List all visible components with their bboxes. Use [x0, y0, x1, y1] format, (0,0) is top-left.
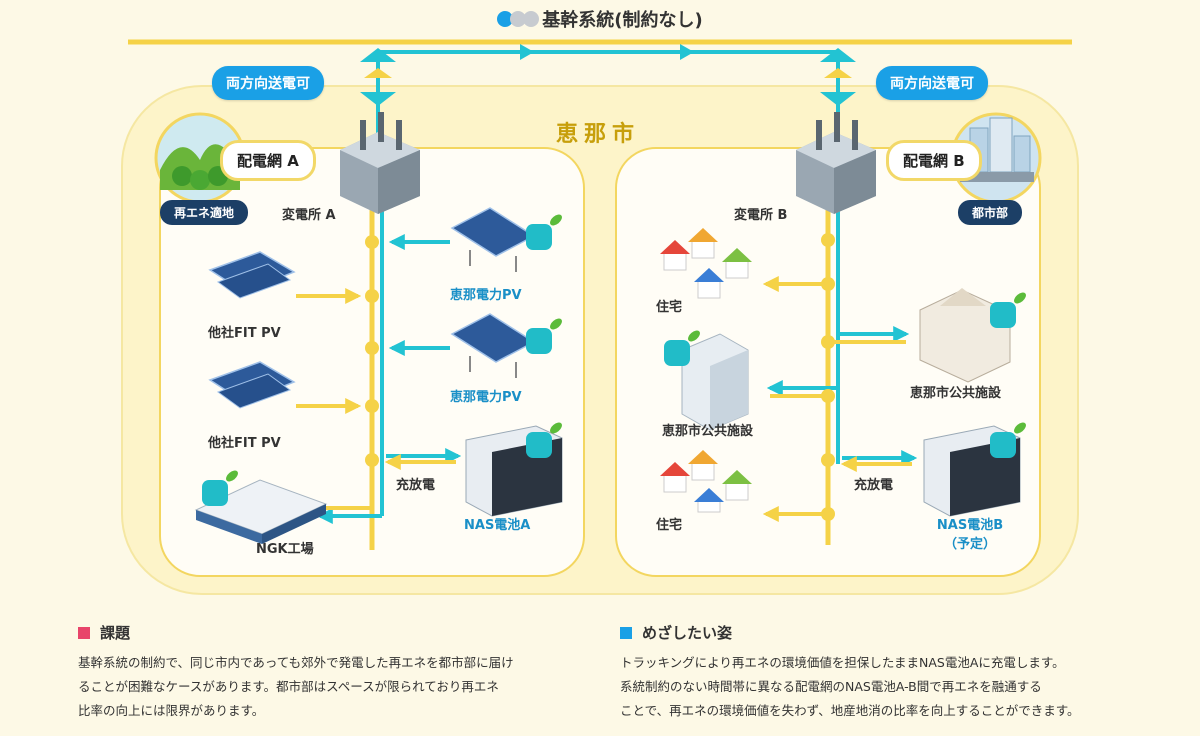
- charge-label-a: 充放電: [396, 478, 436, 493]
- public-facility-label-right: 恵那市公共施設: [910, 386, 1002, 401]
- leaf-icons: [226, 214, 1026, 482]
- trunk-arrows: [364, 68, 852, 78]
- status-dots-icon: [497, 10, 540, 32]
- pv-panel-other-1: [208, 251, 296, 299]
- link-arrows: [360, 44, 856, 106]
- goal-square-icon: [620, 627, 632, 639]
- nas-battery-b-note: （予定）: [943, 537, 996, 552]
- issue-line: ることが困難なケースがあります。都市部はスペースが限られており再エネ: [78, 679, 499, 694]
- public-building-hall: [919, 288, 1011, 383]
- goal-line: トラッキングにより再エネの環境価値を担保したままNAS電池Aに充電します。: [620, 655, 1065, 670]
- issue-square-icon: [78, 627, 90, 639]
- ngk-factory-illustration: [194, 479, 328, 544]
- pv-panel-other-2: [208, 361, 296, 409]
- substation-a-label: 変電所 A: [282, 208, 336, 223]
- public-facility-label-left: 恵那市公共施設: [662, 424, 754, 439]
- issue-section: 課題 基幹系統の制約で、同じ市内であっても郊外で発電した再エネを都市部に届け る…: [78, 622, 598, 723]
- network-a-nodes: [365, 235, 379, 467]
- ena-pv-label-2: 恵那電力PV: [450, 390, 522, 405]
- goal-heading: めざしたい姿: [620, 622, 1180, 643]
- other-pv-label-1: 他社FIT PV: [208, 326, 281, 341]
- goal-line: 系統制約のない時間帯に異なる配電網のNAS電池A-B間で再エネを融通する: [620, 679, 1042, 694]
- bidirectional-label-right: 両方向送電可: [876, 66, 988, 100]
- goal-line: ことで、再エネの環境価値を失わず、地産地消の比率を向上することができます。: [620, 703, 1080, 718]
- substation-a-illustration: [340, 112, 420, 214]
- houses-illustration-1: [660, 228, 752, 299]
- house-label-2: 住宅: [656, 518, 683, 533]
- area-badge-renewable: 再エネ適地: [160, 200, 249, 225]
- title-text: 基幹系統(制約なし): [542, 10, 703, 31]
- network-b-nodes: [821, 233, 835, 521]
- issue-body: 基幹系統の制約で、同じ市内であっても郊外で発電した再エネを都市部に届け ることが…: [78, 651, 598, 723]
- network-b-title: 配電網 B: [886, 140, 982, 181]
- charge-label-b: 充放電: [854, 478, 894, 493]
- ena-pv-label-1: 恵那電力PV: [450, 288, 522, 303]
- energy-network-diagram: [121, 39, 1079, 595]
- issue-line: 基幹系統の制約で、同じ市内であっても郊外で発電した再エネを都市部に届け: [78, 655, 514, 670]
- issue-line: 比率の向上には限界があります。: [78, 703, 265, 718]
- diagram-title: 基幹系統(制約なし): [0, 6, 1200, 32]
- area-badge-urban: 都市部: [958, 200, 1023, 225]
- goal-heading-text: めざしたい姿: [642, 624, 733, 642]
- city-name: 恵那市: [556, 122, 641, 147]
- substation-b-illustration: [796, 112, 876, 214]
- nas-battery-b-label: NAS電池B （予定）: [930, 514, 1010, 552]
- public-building-tower: [681, 333, 749, 431]
- substation-b-label: 変電所 B: [734, 208, 788, 223]
- bidirectional-label-left: 両方向送電可: [212, 66, 324, 100]
- issue-heading-text: 課題: [100, 624, 131, 642]
- tracking-icons: [202, 224, 1016, 506]
- nas-battery-a-label: NAS電池A: [464, 518, 531, 533]
- nas-battery-b-name: NAS電池B: [936, 518, 1004, 533]
- goal-section: めざしたい姿 トラッキングにより再エネの環境価値を担保したままNAS電池Aに充電…: [620, 622, 1180, 723]
- other-pv-label-2: 他社FIT PV: [208, 436, 281, 451]
- houses-illustration-2: [660, 450, 752, 513]
- issue-heading: 課題: [78, 622, 598, 643]
- ngk-factory-label: NGK工場: [256, 542, 314, 557]
- network-a-title: 配電網 A: [220, 140, 316, 181]
- goal-body: トラッキングにより再エネの環境価値を担保したままNAS電池Aに充電します。 系統…: [620, 651, 1180, 723]
- house-label-1: 住宅: [656, 300, 683, 315]
